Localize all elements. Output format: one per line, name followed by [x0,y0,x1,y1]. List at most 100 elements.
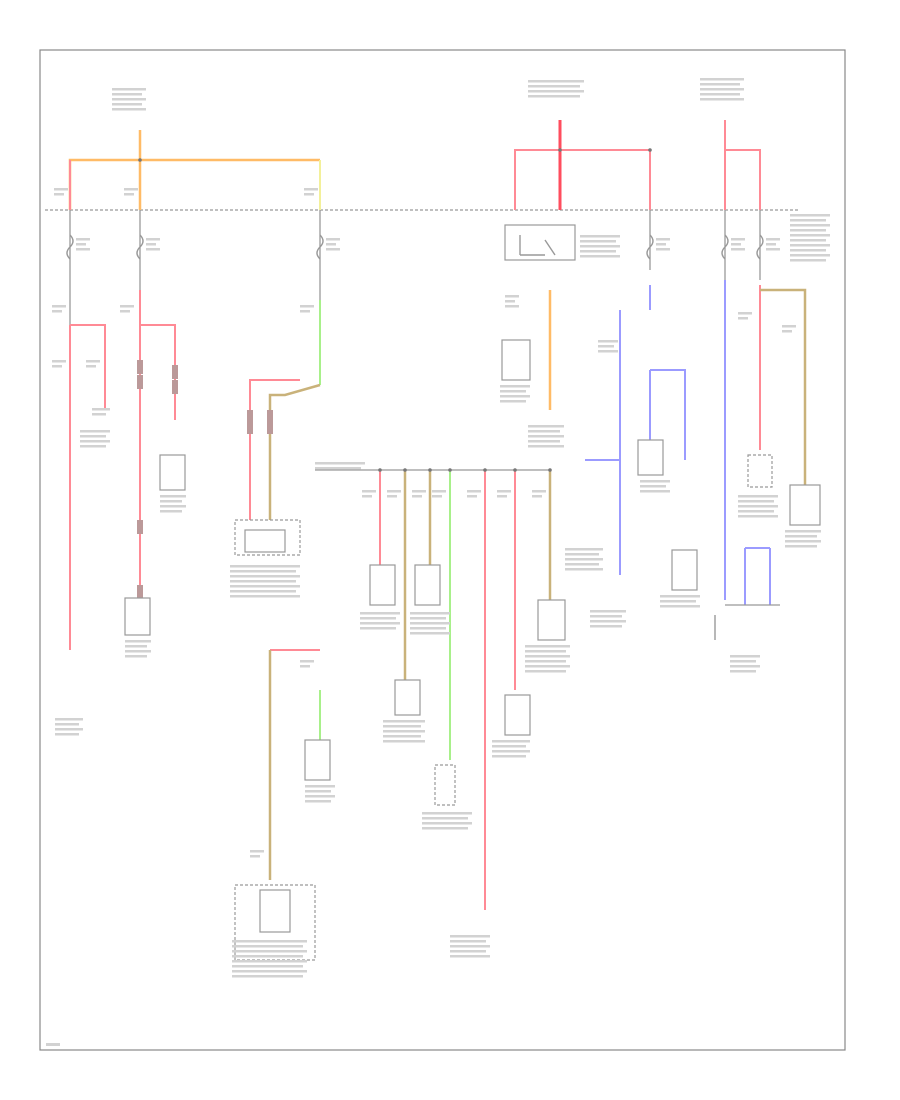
label-text [86,365,96,368]
connector [267,420,273,434]
label-text [112,88,146,91]
label-text [230,575,300,578]
label-text [76,248,90,251]
label-text [412,490,426,493]
splice-dot [483,468,487,472]
label-text [410,632,450,635]
label-text [422,827,468,830]
label-text [790,259,826,262]
label-text [785,535,817,538]
label-text [528,85,580,88]
component-box [159,454,186,491]
label-text [300,665,310,668]
label-text [232,945,303,948]
label-text [232,940,307,943]
splice-dot [448,468,452,472]
label-text [580,250,616,253]
label-text [731,243,741,246]
label-text [86,360,100,363]
label-text [300,660,314,663]
label-text [52,310,62,313]
label-text [383,735,421,738]
fuse-icon [646,234,654,260]
splice-dot [378,468,382,472]
diagram-frame [39,49,846,1051]
label-text [112,108,146,111]
label-text [450,940,486,943]
label-text [230,590,296,593]
connector [267,410,273,424]
label-text [80,445,106,448]
label-text [230,585,300,588]
label-text [525,670,566,673]
label-text [112,98,146,101]
label-text [497,495,507,498]
component-box [414,564,441,606]
wire-red [70,324,106,410]
label-text [505,305,519,308]
connector [247,420,253,434]
label-text [766,248,780,251]
label-text [383,720,425,723]
wire-blue [650,369,686,460]
label-text [326,238,340,241]
label-text [230,580,296,583]
label-text [738,312,752,315]
connector [137,375,143,389]
label-text [730,670,756,673]
component-box [671,549,698,591]
label-text [492,745,526,748]
label-text [55,728,83,731]
label-text [232,950,307,953]
label-text [387,495,397,498]
label-text [467,490,481,493]
label-text [731,248,745,251]
label-text [700,88,744,91]
label-text [300,310,310,313]
label-text [92,413,106,416]
label-text [700,93,740,96]
fuse-icon [66,234,74,260]
label-text [492,755,526,758]
label-text [790,249,826,252]
label-text [590,625,622,628]
label-text [383,730,425,733]
label-text [232,955,303,958]
label-text [300,305,314,308]
page-mark [46,1043,60,1046]
label-text [383,725,421,728]
label-text [580,245,620,248]
label-text [55,733,79,736]
label-text [500,400,526,403]
label-text [160,500,182,503]
label-text [232,960,307,963]
label-text [528,95,580,98]
component-box [789,484,821,526]
label-text [76,243,86,246]
label-text [450,935,490,938]
label-text [532,490,546,493]
component-box [501,339,531,381]
label-text [738,505,778,508]
label-text [660,595,700,598]
label-text [731,238,745,241]
label-text [525,645,570,648]
label-text [782,325,796,328]
label-text [410,627,446,630]
label-text [730,660,756,663]
label-text [450,950,486,953]
module-outline [234,519,301,556]
label-text [305,790,331,793]
wire-red [514,149,651,210]
label-text [54,193,64,196]
label-text [640,490,670,493]
splice-dot [648,148,652,152]
label-text [528,425,564,428]
component-box [369,564,396,606]
label-text [598,350,618,353]
label-text [528,430,560,433]
label-text [305,785,335,788]
connector [172,380,178,394]
label-text [55,718,83,721]
